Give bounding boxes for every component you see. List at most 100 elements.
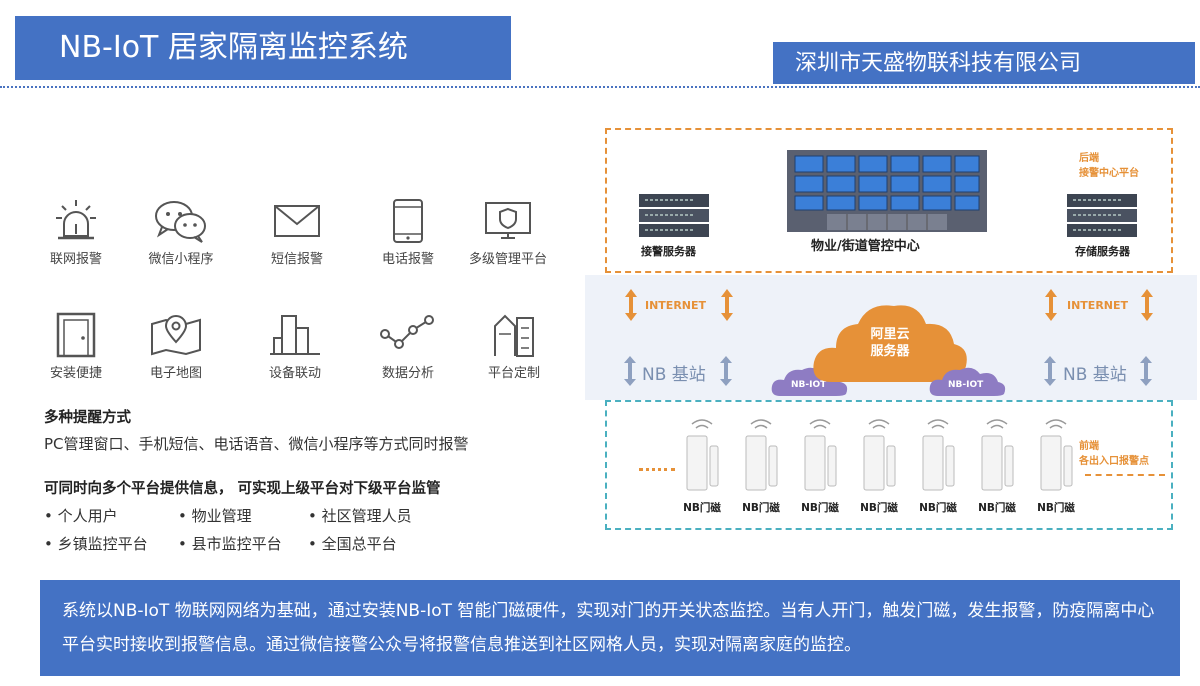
alarm-server-label: 接警服务器 — [641, 245, 696, 258]
nb-station-left: NB 基站 — [642, 365, 706, 385]
feature-label: 电子地图 — [149, 366, 202, 381]
wechat-icon — [155, 201, 206, 243]
door-sensor-label: NB门磁 — [919, 502, 957, 514]
door-sensor-label: NB门磁 — [978, 502, 1016, 514]
cloud-label-line: 阿里云 — [870, 327, 910, 342]
header-divider — [0, 86, 1200, 88]
backend-zone: 接警服务器 物业/街道管控中心 存储服务器 后端 接警中心平台 — [605, 128, 1173, 273]
feature-label: 数据分析 — [381, 366, 434, 381]
door-sensor: NB门磁 — [1029, 416, 1083, 515]
door-sensor-label: NB门磁 — [1037, 502, 1075, 514]
data-nodes-icon — [380, 315, 434, 349]
platforms-heading: 可同时向多个平台提供信息， 可实现上级平台对下级平台监管 — [44, 481, 441, 497]
door-sensor: NB门磁 — [675, 416, 729, 515]
double-arrow-icon — [1141, 289, 1153, 321]
feature-multilevel-platform: 多级管理平台 — [456, 198, 560, 268]
storage-server-icon — [1067, 194, 1137, 237]
control-center-label: 物业/街道管控中心 — [811, 239, 920, 254]
feature-label: 联网报警 — [49, 252, 102, 267]
feature-data-analysis: 数据分析 — [356, 312, 460, 382]
frontend-zone: NB门磁 NB门磁 NB门磁 NB门磁 — [605, 400, 1173, 530]
feature-label: 安装便捷 — [49, 366, 102, 381]
frontend-label-underline — [1085, 474, 1165, 476]
nb-iot-cloud-right — [929, 367, 1006, 396]
double-arrow-icon — [1140, 356, 1152, 386]
feature-label: 微信小程序 — [148, 252, 214, 267]
storage-server-label: 存储服务器 — [1075, 245, 1130, 258]
feature-platform-customization: 平台定制 — [462, 312, 566, 382]
door-sensor-label: NB门磁 — [683, 502, 721, 514]
feature-networked-alarm: 联网报警 — [24, 198, 128, 268]
building-platform-icon — [494, 314, 534, 357]
company-banner: 深圳市天盛物联科技有限公司 — [773, 42, 1195, 84]
backend-label-sub: 接警中心平台 — [1079, 168, 1139, 179]
door-sensor-label: NB门磁 — [742, 502, 780, 514]
door-sensor: NB门磁 — [970, 416, 1024, 515]
feature-wechat: 微信小程序 — [129, 198, 233, 268]
frontend-label-sub: 各出入口报警点 — [1079, 456, 1149, 467]
platform-item: • 物业管理 — [178, 507, 252, 525]
alarm-light-icon — [56, 200, 96, 240]
double-arrow-icon — [625, 289, 637, 321]
buildings-icon — [270, 315, 320, 355]
aliyun-server-label: 阿里云 服务器 — [858, 326, 922, 360]
feature-label: 电话报警 — [381, 252, 434, 267]
aliyun-cloud-icon — [813, 305, 967, 382]
nb-iot-label-left: NB-IOT — [791, 380, 827, 390]
feature-label: 多级管理平台 — [468, 252, 547, 267]
server-rack-icon — [639, 194, 709, 237]
internet-label-left: INTERNET — [645, 299, 707, 312]
page-title: NB-IoT 居家隔离监控系统 — [59, 30, 408, 65]
frontend-label: 前端 — [1079, 441, 1099, 452]
feature-label: 短信报警 — [270, 252, 323, 267]
door-sensor-icon — [686, 419, 719, 491]
feature-phone: 电话报警 — [356, 198, 460, 268]
platform-item: • 乡镇监控平台 — [44, 535, 148, 553]
door-sensor-icon — [922, 419, 955, 491]
double-arrow-icon — [624, 356, 636, 386]
door-sensor: NB门磁 — [911, 416, 965, 515]
door-sensor-icon — [1040, 419, 1073, 491]
company-name: 深圳市天盛物联科技有限公司 — [795, 51, 1082, 76]
internet-label-right: INTERNET — [1067, 299, 1129, 312]
door-sensor-label: NB门磁 — [860, 502, 898, 514]
door-sensor: NB门磁 — [852, 416, 906, 515]
control-center-building-icon — [787, 150, 987, 232]
feature-easy-install: 安装便捷 — [24, 312, 128, 382]
double-arrow-icon — [720, 356, 732, 386]
platform-item: • 社区管理人员 — [308, 507, 412, 525]
door-sensor: NB门磁 — [793, 416, 847, 515]
double-arrow-icon — [1045, 289, 1057, 321]
double-arrow-icon — [1044, 356, 1056, 386]
description-text: 系统以NB-IoT 物联网网络为基础，通过安装NB-IoT 智能门磁硬件，实现对… — [62, 601, 1155, 655]
door-sensor-icon — [863, 419, 896, 491]
feature-electronic-map: 电子地图 — [124, 312, 228, 382]
alert-methods-text: PC管理窗口、手机短信、电话语音、微信小程序等方式同时报警 — [44, 435, 469, 453]
door-sensor-icon — [745, 419, 778, 491]
architecture-diagram: 接警服务器 物业/街道管控中心 存储服务器 后端 接警中心平台 INTERNET — [585, 120, 1197, 540]
dotted-connector — [639, 468, 675, 471]
nb-iot-label-right: NB-IOT — [948, 380, 984, 390]
cloud-label-line: 服务器 — [870, 344, 910, 359]
feature-label: 平台定制 — [487, 366, 540, 381]
platform-item: • 县市监控平台 — [178, 535, 282, 553]
platform-item: • 个人用户 — [44, 507, 118, 525]
double-arrow-icon — [721, 289, 733, 321]
door-sensor-label: NB门磁 — [801, 502, 839, 514]
alert-methods-heading: 多种提醒方式 — [44, 410, 131, 426]
map-pin-icon — [151, 315, 201, 356]
feature-sms: 短信报警 — [245, 198, 349, 268]
monitor-shield-icon — [485, 202, 531, 239]
description-panel: 系统以NB-IoT 物联网网络为基础，通过安装NB-IoT 智能门磁硬件，实现对… — [40, 580, 1180, 676]
door-sensor-icon — [804, 419, 837, 491]
feature-device-linkage: 设备联动 — [243, 312, 347, 382]
nb-station-right: NB 基站 — [1063, 365, 1127, 385]
backend-label: 后端 — [1079, 153, 1099, 164]
title-banner: NB-IoT 居家隔离监控系统 — [15, 16, 511, 80]
envelope-icon — [274, 205, 320, 237]
platform-item: • 全国总平台 — [308, 535, 397, 553]
door-sensor-icon — [981, 419, 1014, 491]
phone-icon — [393, 199, 423, 243]
door-sensor: NB门磁 — [734, 416, 788, 515]
door-icon — [56, 312, 96, 358]
